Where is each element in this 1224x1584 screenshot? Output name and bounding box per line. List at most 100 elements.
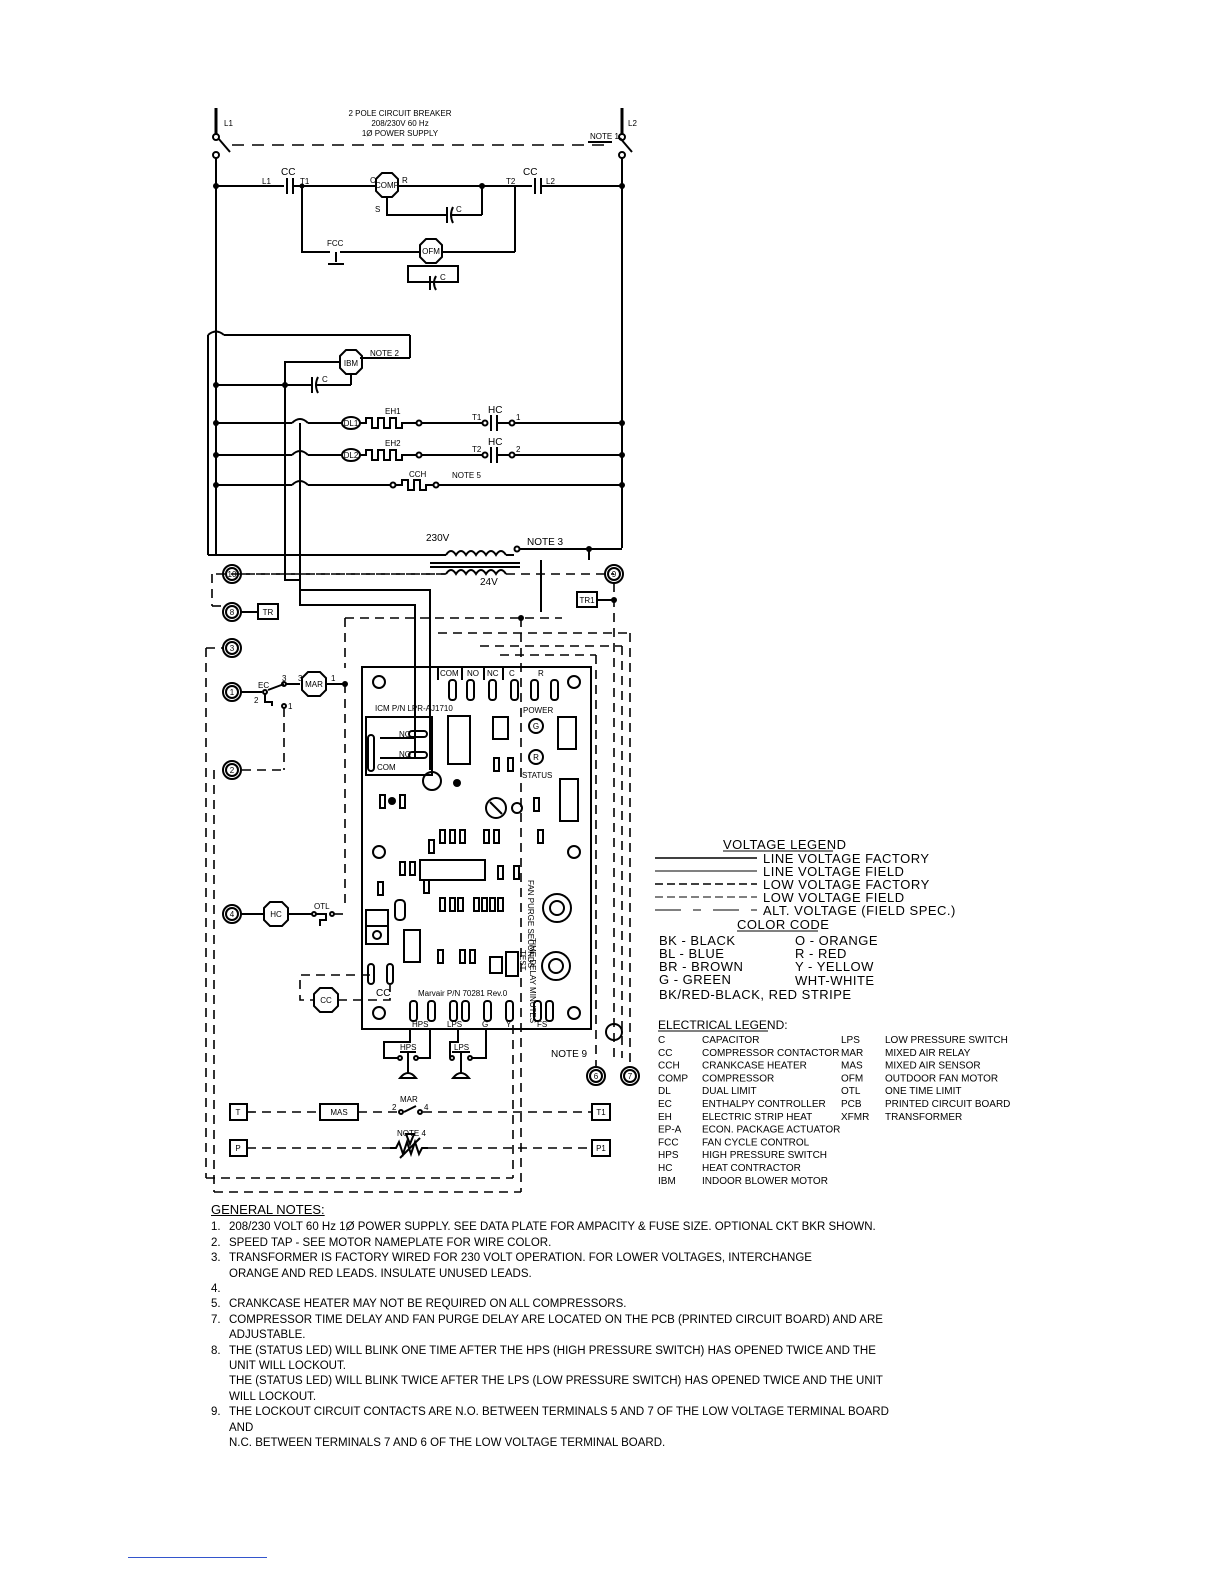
elec-left-abbr: FCC	[658, 1137, 679, 1148]
time-delay-label: TIME DELAY MINUTES	[528, 938, 537, 1023]
pcb-top-no: NO	[467, 669, 479, 678]
legend-low-field: LOW VOLTAGE FIELD	[763, 890, 905, 905]
power-led-label: G	[533, 722, 539, 731]
ic-chip	[419, 859, 486, 881]
color-r: R - RED	[795, 946, 847, 961]
comp-s-label: S	[375, 205, 380, 214]
general-note-number: 7.	[211, 1313, 221, 1326]
p-terminal-label: P	[235, 1144, 240, 1153]
comp-icon	[375, 172, 399, 198]
elec-right-desc: MIXED AIR SENSOR	[885, 1061, 981, 1072]
elec-left-abbr: EP-A	[658, 1125, 682, 1136]
voltage-legend-title: VOLTAGE LEGEND	[723, 837, 847, 852]
pcb-cc-label: CC	[376, 988, 390, 999]
general-note-text	[229, 1282, 891, 1297]
t1-terminal-label: T1	[596, 1108, 606, 1117]
color-g: G - GREEN	[659, 972, 731, 987]
hc-coil-label: HC	[270, 910, 282, 919]
general-note-text: TRANSFORMER IS FACTORY WIRED FOR 230 VOL…	[229, 1252, 812, 1280]
elec-right-abbr: OTL	[841, 1086, 861, 1097]
terminal-7-label: 7	[628, 1072, 633, 1081]
general-note-number: 4.	[211, 1283, 221, 1296]
mar-label: MAR	[305, 680, 323, 689]
note3-label: NOTE 3	[527, 537, 564, 548]
pcb-outline	[361, 666, 592, 1030]
hc-t2-label: T2	[472, 445, 482, 454]
general-note: 4.	[211, 1282, 891, 1297]
elec-right-desc: PRINTED CIRCUIT BOARD	[885, 1099, 1010, 1110]
fcc-label: FCC	[327, 239, 344, 248]
elec-right-desc: MIXED AIR RELAY	[885, 1048, 971, 1059]
cc-l2-label: L2	[546, 177, 555, 186]
elec-right-abbr: LPS	[841, 1035, 860, 1046]
elec-right-abbr: OFM	[841, 1073, 863, 1084]
fan-purge-dial	[542, 893, 572, 923]
general-note-text: SPEED TAP - SEE MOTOR NAMEPLATE FOR WIRE…	[229, 1236, 552, 1249]
cc-t1-label: T1	[300, 177, 310, 186]
cc-t2-label: T2	[506, 177, 516, 186]
hc-label-2: HC	[488, 437, 502, 448]
pcb-bot-y: Y	[506, 1020, 512, 1029]
elec-left-abbr: HC	[658, 1163, 672, 1174]
elec-right-abbr: PCB	[841, 1099, 862, 1110]
transformer: 230V NOTE 3 24V	[208, 385, 622, 770]
terminal-1-label: 1	[230, 688, 235, 697]
elec-left-desc: COMPRESSOR CONTACTOR	[702, 1048, 839, 1059]
color-bl: BL - BLUE	[659, 946, 724, 961]
lps-label: LPS	[454, 1043, 469, 1052]
color-bk: BK - BLACK	[659, 933, 736, 948]
legend-line-field: LINE VOLTAGE FIELD	[763, 864, 904, 879]
cap-label-comp: C	[456, 205, 462, 214]
legend-low-factory: LOW VOLTAGE FACTORY	[763, 877, 930, 892]
elec-right-desc: OUTDOOR FAN MOTOR	[885, 1073, 998, 1084]
pcb-bot-hps: HPS	[412, 1020, 428, 1029]
elec-left-abbr: HPS	[658, 1150, 679, 1161]
mar-c4-label: 4	[424, 1103, 429, 1112]
terminal-10-label: 10	[228, 570, 237, 579]
note5-label: NOTE 5	[452, 471, 481, 480]
status-label: STATUS	[522, 771, 552, 780]
otl-label: OTL	[314, 902, 330, 911]
terminal-7	[620, 1066, 640, 1086]
elec-left-desc: FAN CYCLE CONTROL	[702, 1137, 810, 1148]
breaker-line-3: 1Ø POWER SUPPLY	[362, 129, 439, 138]
general-notes-title: GENERAL NOTES:	[211, 1202, 325, 1217]
comp-r-label: R	[402, 176, 408, 185]
dl1-label: DL1	[344, 419, 359, 428]
low-voltage-terminals: 10 9 8 TR TR1 3	[205, 564, 640, 1193]
general-note: 3.TRANSFORMER IS FACTORY WIRED FOR 230 V…	[211, 1251, 891, 1282]
footer-rule	[128, 1557, 267, 1558]
time-delay-dial	[541, 951, 571, 981]
general-notes-list: 1. 208/230 VOLT 60 Hz 1Ø POWER SUPPLY. SE…	[211, 1220, 891, 1451]
v24-label: 24V	[480, 577, 498, 588]
breaker-line-2: 208/230V 60 Hz	[371, 119, 428, 128]
comp-label: COMP	[375, 181, 399, 190]
cc-label-right: CC	[523, 167, 537, 178]
electrical-legend-title: ELECTRICAL LEGEND:	[658, 1018, 788, 1032]
elec-right-desc: TRANSFORMER	[885, 1112, 962, 1123]
color-y: Y - YELLOW	[795, 959, 874, 974]
compressor-circuit: L1 T1 CC COMP C R S T2 L2 CC C FCC OFM	[213, 167, 625, 291]
elec-left-desc: DUAL LIMIT	[702, 1086, 757, 1097]
cc-l1-label: L1	[262, 177, 271, 186]
general-note-number: 1.	[211, 1221, 221, 1234]
pcb-bottom-terminals: HPS LPS G Y FS	[409, 1000, 554, 1029]
ec-2-label: 2	[254, 696, 259, 705]
mas-label: MAS	[330, 1108, 347, 1117]
status-led-label: R	[533, 753, 539, 762]
cap-label-ofm: C	[440, 273, 446, 282]
voltage-legend: VOLTAGE LEGEND LINE VOLTAGE FACTORY LINE…	[655, 837, 955, 918]
pcb-part-number: ICM P/N LPR-AJ1710	[375, 704, 453, 713]
general-note-text: CRANKCASE HEATER MAY NOT BE REQUIRED ON …	[229, 1298, 627, 1311]
relay-com: COM	[377, 763, 396, 772]
general-note: 9.THE LOCKOUT CIRCUIT CONTACTS ARE N.O. …	[211, 1405, 891, 1451]
cc-coil-label: CC	[320, 996, 332, 1005]
l1-label: L1	[224, 119, 233, 128]
elec-left-abbr: COMP	[658, 1073, 688, 1084]
relay-no: NO	[399, 750, 411, 759]
general-note-text: 208/230 VOLT 60 Hz 1Ø POWER SUPPLY. SEE …	[229, 1221, 876, 1234]
elec-left-desc: CRANKCASE HEATER	[702, 1061, 807, 1072]
t1-terminal	[591, 1103, 611, 1121]
